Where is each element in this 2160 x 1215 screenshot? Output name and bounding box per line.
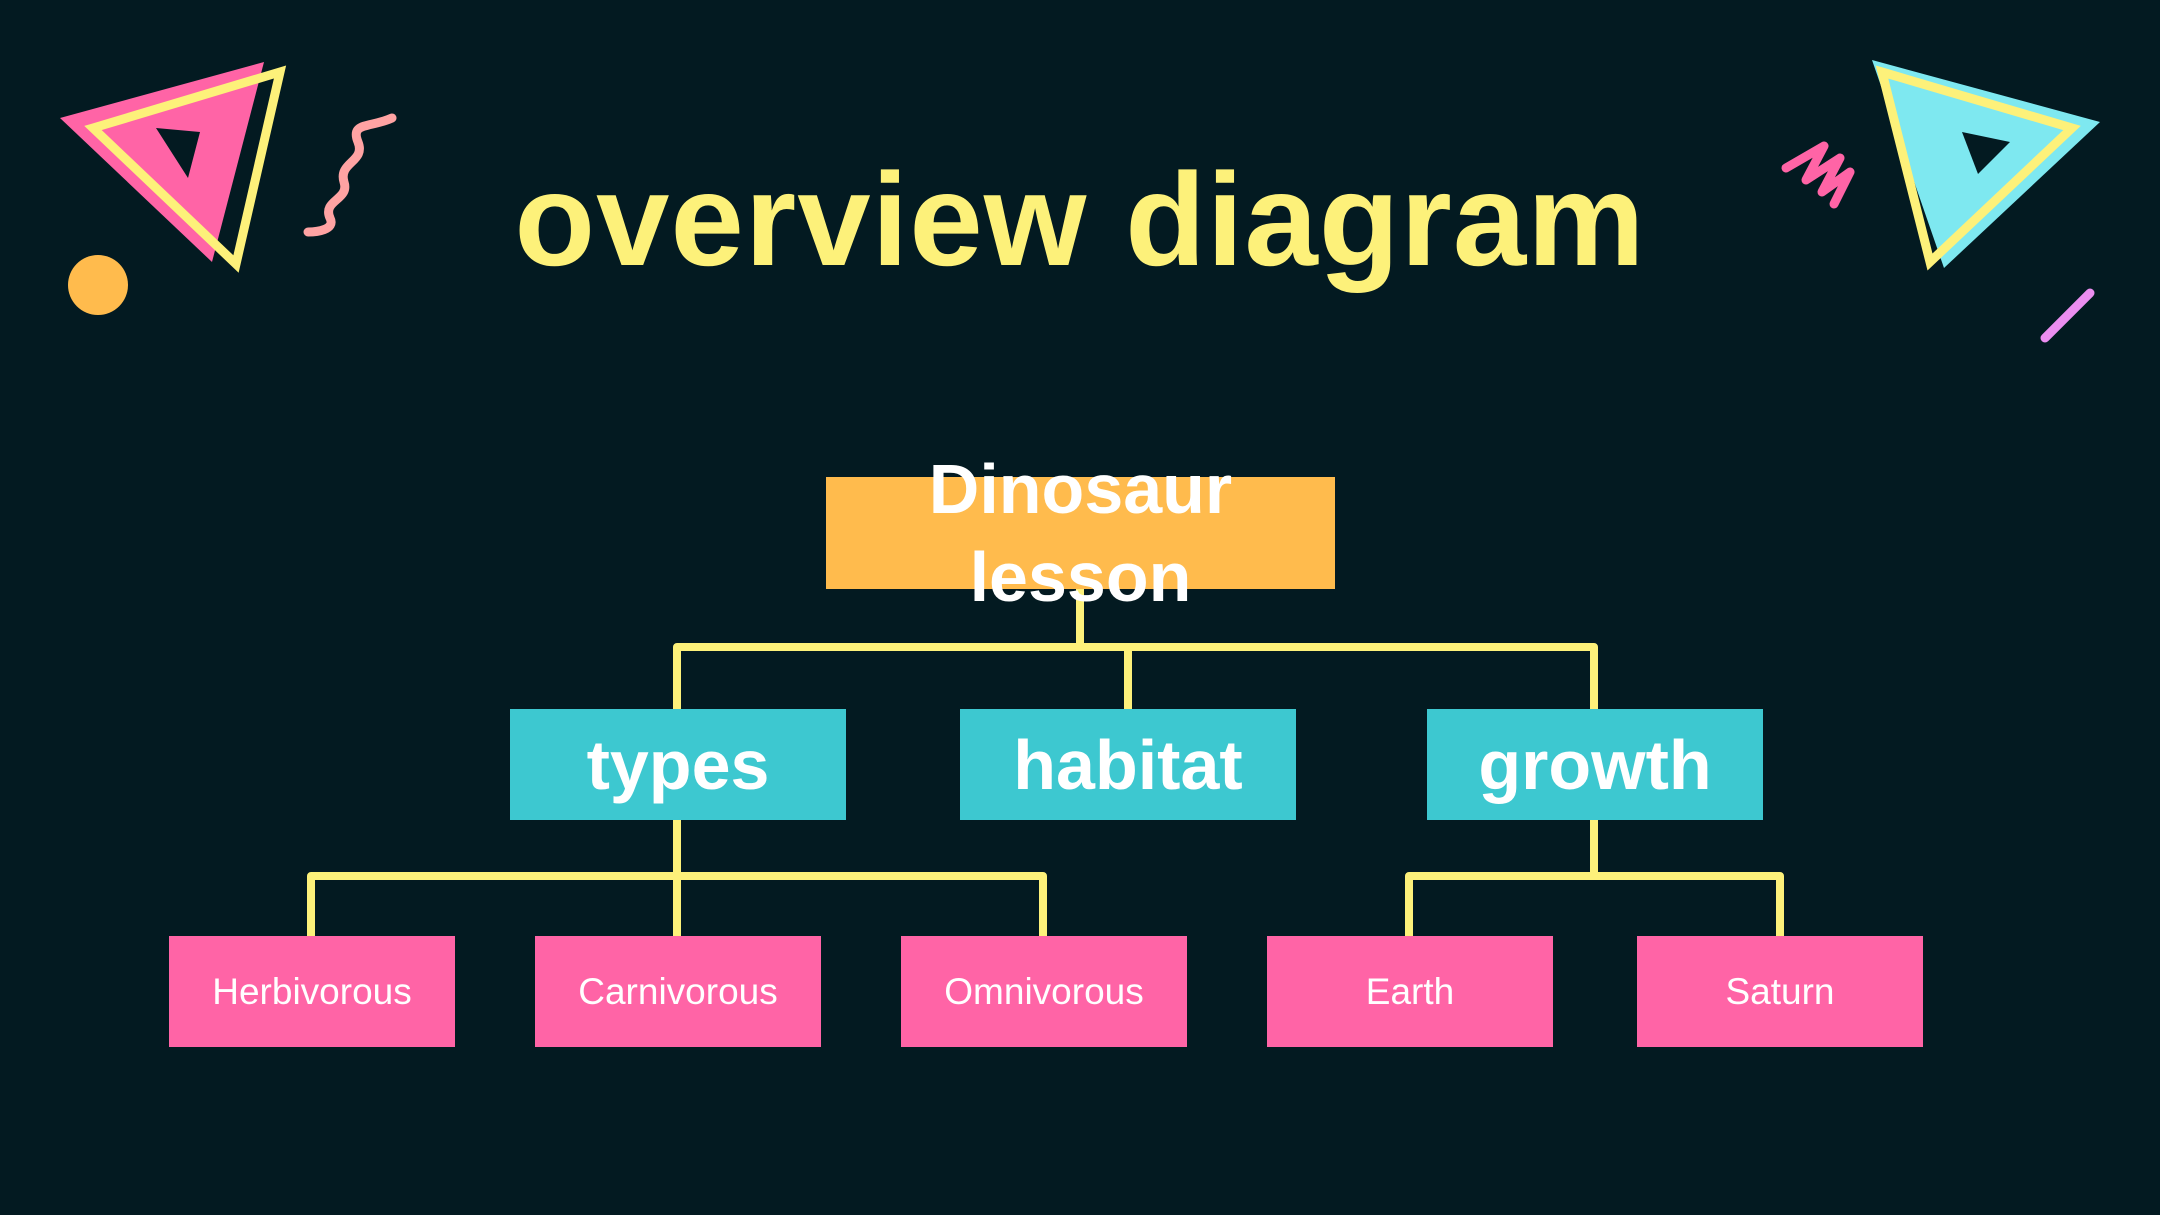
root-node-dinosaur-lesson: Dinosaur lesson [826,450,1335,616]
leaf-node-omnivorous: Omnivorous [901,936,1187,1047]
orange-dot-decoration [68,255,128,315]
leaf-node-carnivorous: Carnivorous [535,936,821,1047]
squiggle-decoration [303,113,397,237]
connector-lines [307,589,1784,936]
branch-node-types: types [510,709,846,820]
leaf-node-earth: Earth [1267,936,1553,1047]
cyan-triangle-decoration [1872,60,2100,271]
branch-node-growth: growth [1427,709,1763,820]
leaf-node-herbivorous: Herbivorous [169,936,455,1047]
page-title: overview diagram [514,146,1646,293]
zigzag-decoration [1781,141,1855,209]
slash-decoration [2040,288,2095,343]
leaf-node-saturn: Saturn [1637,936,1923,1047]
pink-triangle-decoration [60,62,287,273]
branch-node-habitat: habitat [960,709,1296,820]
